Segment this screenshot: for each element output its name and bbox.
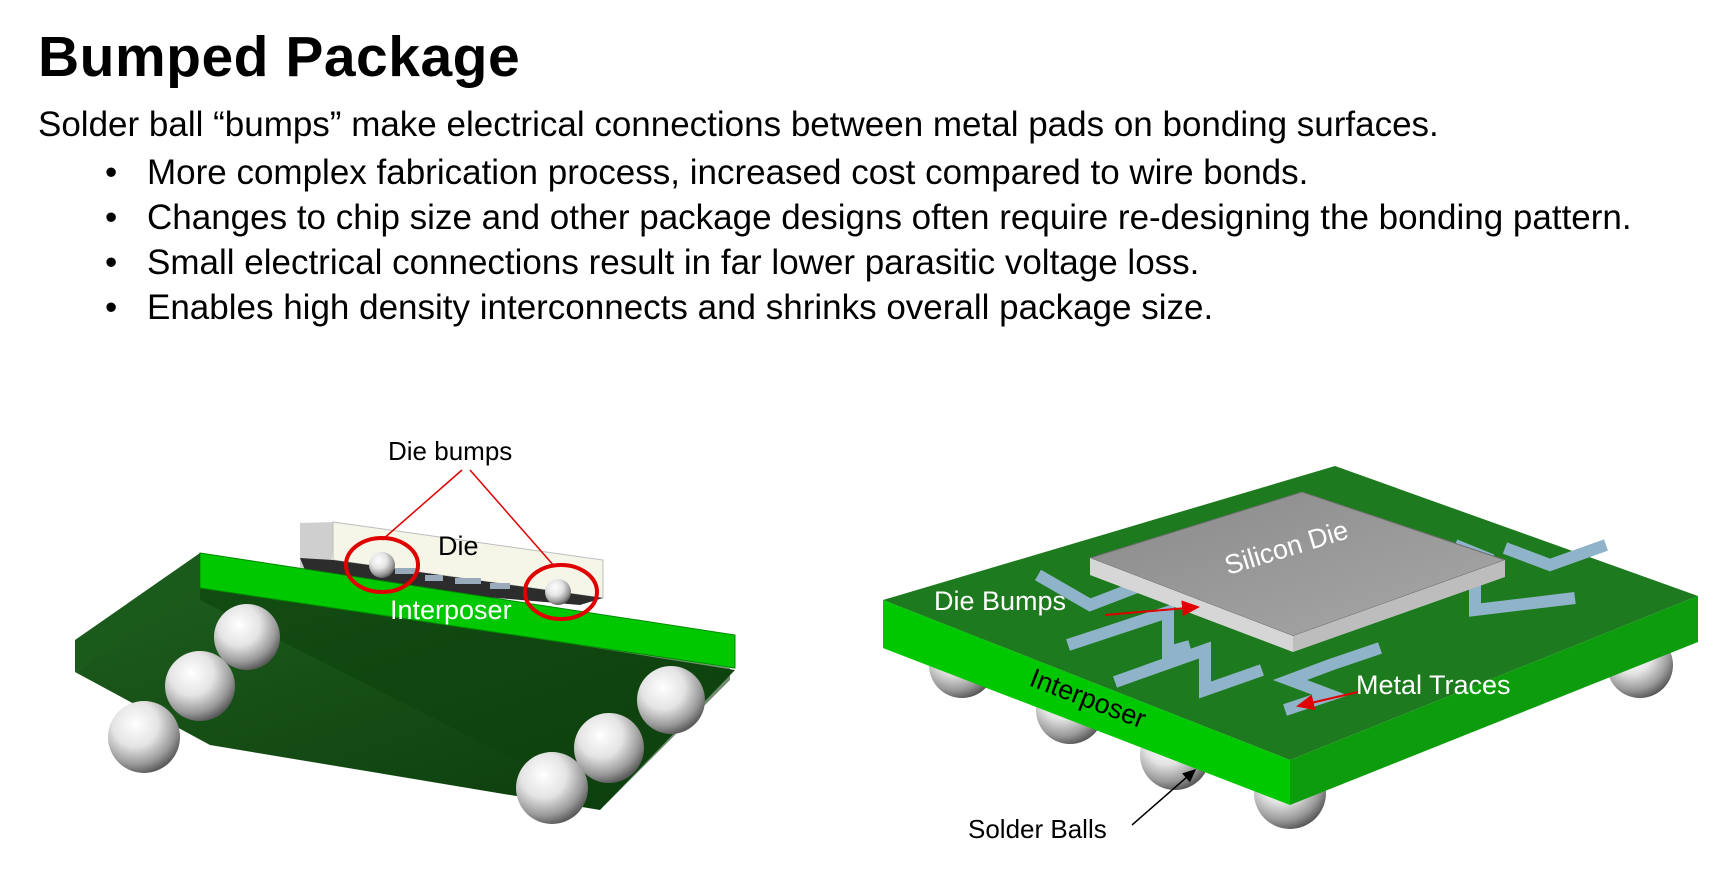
- bullet-list: More complex fabrication process, increa…: [105, 150, 1665, 330]
- label-metal-traces: Metal Traces: [1356, 670, 1511, 700]
- micro-pads: [395, 568, 510, 589]
- right-package-figure: Silicon Die Die Bumps Metal Traces Inter…: [883, 466, 1698, 844]
- bullet-item: Enables high density interconnects and s…: [105, 285, 1665, 330]
- bullet-item: Changes to chip size and other package d…: [105, 195, 1665, 240]
- label-interposer-left: Interposer: [390, 595, 512, 625]
- left-package-figure: Die bumps Die Interposer: [75, 436, 736, 824]
- label-die-bumps: Die bumps: [388, 436, 512, 466]
- silicon-die: [1088, 491, 1507, 652]
- page-title: Bumped Package: [38, 25, 521, 89]
- die-bump: [545, 579, 571, 605]
- bullet-item: More complex fabrication process, increa…: [105, 150, 1665, 195]
- solder-balls-left: [108, 604, 705, 824]
- label-die: Die: [438, 531, 479, 561]
- die-bump-highlight: [523, 563, 599, 621]
- label-die-bumps-right: Die Bumps: [934, 586, 1066, 616]
- bullet-item: Small electrical connections result in f…: [105, 240, 1665, 285]
- die-bump: [369, 552, 395, 578]
- die-bump-highlight: [344, 536, 420, 594]
- label-solder-balls: Solder Balls: [968, 814, 1107, 844]
- intro-text: Solder ball “bumps” make electrical conn…: [38, 105, 1439, 144]
